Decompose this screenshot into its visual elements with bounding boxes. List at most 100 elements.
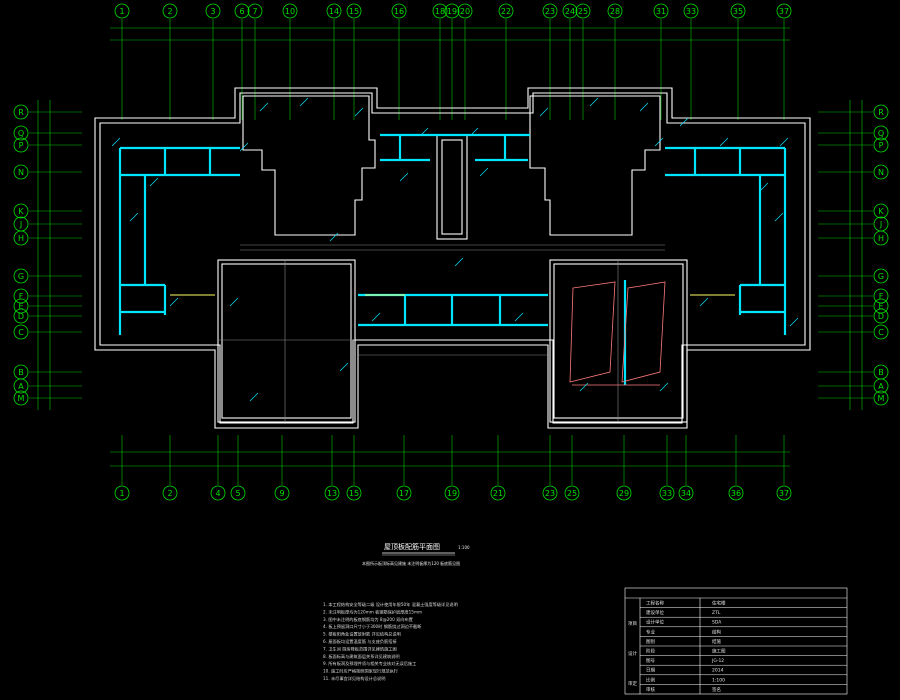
svg-text:R: R: [18, 108, 24, 117]
svg-text:N: N: [878, 168, 884, 177]
axis-bubble-top-35: 35: [730, 3, 746, 19]
note-line: 3. 图中未注明的板底钢筋均为 8@200 双向布置: [323, 616, 413, 623]
svg-text:34: 34: [681, 489, 691, 498]
axis-bubble-top-10: 10: [282, 3, 298, 19]
svg-text:E: E: [18, 302, 23, 311]
svg-text:10: 10: [285, 7, 295, 16]
axis-bubble-right-A: A: [873, 378, 889, 394]
svg-text:33: 33: [686, 7, 696, 16]
axis-bubble-bottom-21: 21: [490, 485, 506, 501]
svg-text:16: 16: [394, 7, 404, 16]
svg-text:K: K: [18, 207, 24, 216]
title-block-value: 结构: [712, 628, 721, 635]
svg-text:1: 1: [119, 7, 124, 16]
axis-bubble-top-14: 14: [326, 3, 342, 19]
svg-text:31: 31: [656, 7, 666, 16]
svg-text:23: 23: [545, 7, 555, 16]
rebar-marks: [111, 97, 799, 402]
svg-text:28: 28: [610, 7, 620, 16]
svg-text:2: 2: [167, 7, 172, 16]
svg-text:19: 19: [447, 7, 457, 16]
axis-bubble-right-Q: Q: [873, 125, 889, 141]
axis-bubble-left-K: K: [13, 203, 29, 219]
axis-bubble-bottom-17: 17: [396, 485, 412, 501]
axis-bubble-top-37: 37: [776, 3, 792, 19]
axis-bubble-top-2: 2: [162, 3, 178, 19]
axis-bubble-right-J: J: [873, 216, 889, 232]
axis-bubble-right-B: B: [873, 364, 889, 380]
axis-bubble-left-M: M: [13, 390, 29, 406]
svg-text:D: D: [878, 312, 884, 321]
axis-bubble-bottom-34: 34: [678, 485, 694, 501]
title-block-value: ZTL: [712, 610, 721, 616]
building-outline: [94, 87, 811, 429]
svg-text:13: 13: [327, 489, 337, 498]
svg-text:K: K: [878, 207, 884, 216]
svg-text:A: A: [18, 382, 24, 391]
note-line: 10. 施工时应严格按照国家现行规范执行: [323, 668, 398, 675]
svg-text:17: 17: [399, 489, 409, 498]
title-block-label: 图号: [646, 658, 655, 664]
svg-text:37: 37: [779, 489, 789, 498]
svg-text:7: 7: [252, 7, 257, 16]
axis-bubble-top-3: 3: [205, 3, 221, 19]
note-line: 4. 板上预留洞口尺寸小于300时 钢筋绕过洞边不截断: [323, 623, 422, 630]
svg-text:5: 5: [235, 489, 240, 498]
axis-bubble-top-28: 28: [607, 3, 623, 19]
axis-bubble-right-N: N: [873, 164, 889, 180]
svg-text:R: R: [878, 108, 884, 117]
svg-text:G: G: [18, 272, 24, 281]
title-block-value: 结施: [712, 638, 721, 645]
title-block-label: 工程名称: [646, 600, 664, 607]
axis-bubble-top-1: 1: [114, 3, 130, 19]
axis-bubble-right-G: G: [873, 268, 889, 284]
drawing-title: 屋顶板配筋平面图: [384, 542, 440, 551]
axis-bubble-left-R: R: [13, 104, 29, 120]
title-block-value: 1:100: [712, 677, 725, 683]
title-block-value: 施工图: [712, 648, 726, 655]
title-block-value: 住宅楼: [712, 600, 726, 607]
svg-text:1: 1: [119, 489, 124, 498]
title-block-label: 建设单位: [646, 609, 664, 616]
title-block-label: 日期: [646, 668, 655, 674]
svg-text:23: 23: [545, 489, 555, 498]
svg-text:N: N: [18, 168, 24, 177]
axis-bubble-bottom-36: 36: [728, 485, 744, 501]
axis-bubble-left-P: P: [13, 137, 29, 153]
axis-bubble-left-G: G: [13, 268, 29, 284]
axis-bubble-right-M: M: [873, 390, 889, 406]
title-block-value: SDA: [712, 620, 722, 626]
svg-text:M: M: [878, 394, 885, 403]
axis-bubble-bottom-29: 29: [616, 485, 632, 501]
svg-text:2: 2: [167, 489, 172, 498]
axis-bubble-top-18: 18: [432, 3, 448, 19]
axis-bubble-top-23: 23: [542, 3, 558, 19]
svg-text:3: 3: [210, 7, 215, 16]
note-line: 6. 屋面板均设置温度筋 与支座负筋搭接: [323, 638, 397, 645]
title-block-label: 专业: [646, 628, 655, 635]
axis-bubble-top-15: 15: [346, 3, 362, 19]
title-block-label: 阶段: [646, 648, 655, 655]
svg-text:H: H: [878, 234, 884, 243]
svg-text:9: 9: [279, 489, 284, 498]
axis-bubble-right-C: C: [873, 324, 889, 340]
axis-bubble-right-P: P: [873, 137, 889, 153]
svg-text:M: M: [18, 394, 25, 403]
svg-text:37: 37: [779, 7, 789, 16]
svg-text:J: J: [879, 220, 882, 229]
svg-text:A: A: [878, 382, 884, 391]
axis-bubble-top-20: 20: [457, 3, 473, 19]
axis-bubble-left-H: H: [13, 230, 29, 246]
title-block-label: 设计单位: [646, 619, 664, 626]
svg-text:J: J: [19, 220, 22, 229]
axis-bubble-top-24: 24: [562, 3, 578, 19]
axis-bubble-left-A: A: [13, 378, 29, 394]
axis-bubble-bottom-37: 37: [776, 485, 792, 501]
axis-bubble-right-K: K: [873, 203, 889, 219]
svg-text:E: E: [878, 302, 883, 311]
drawing-subtitle: 本图所示板顶标高见建施 未注明板厚为120 板底筋见图: [362, 560, 460, 566]
axis-bubble-top-25: 25: [575, 3, 591, 19]
axis-bubble-right-R: R: [873, 104, 889, 120]
svg-text:21: 21: [493, 489, 503, 498]
title-block-value: 2014: [712, 668, 724, 674]
